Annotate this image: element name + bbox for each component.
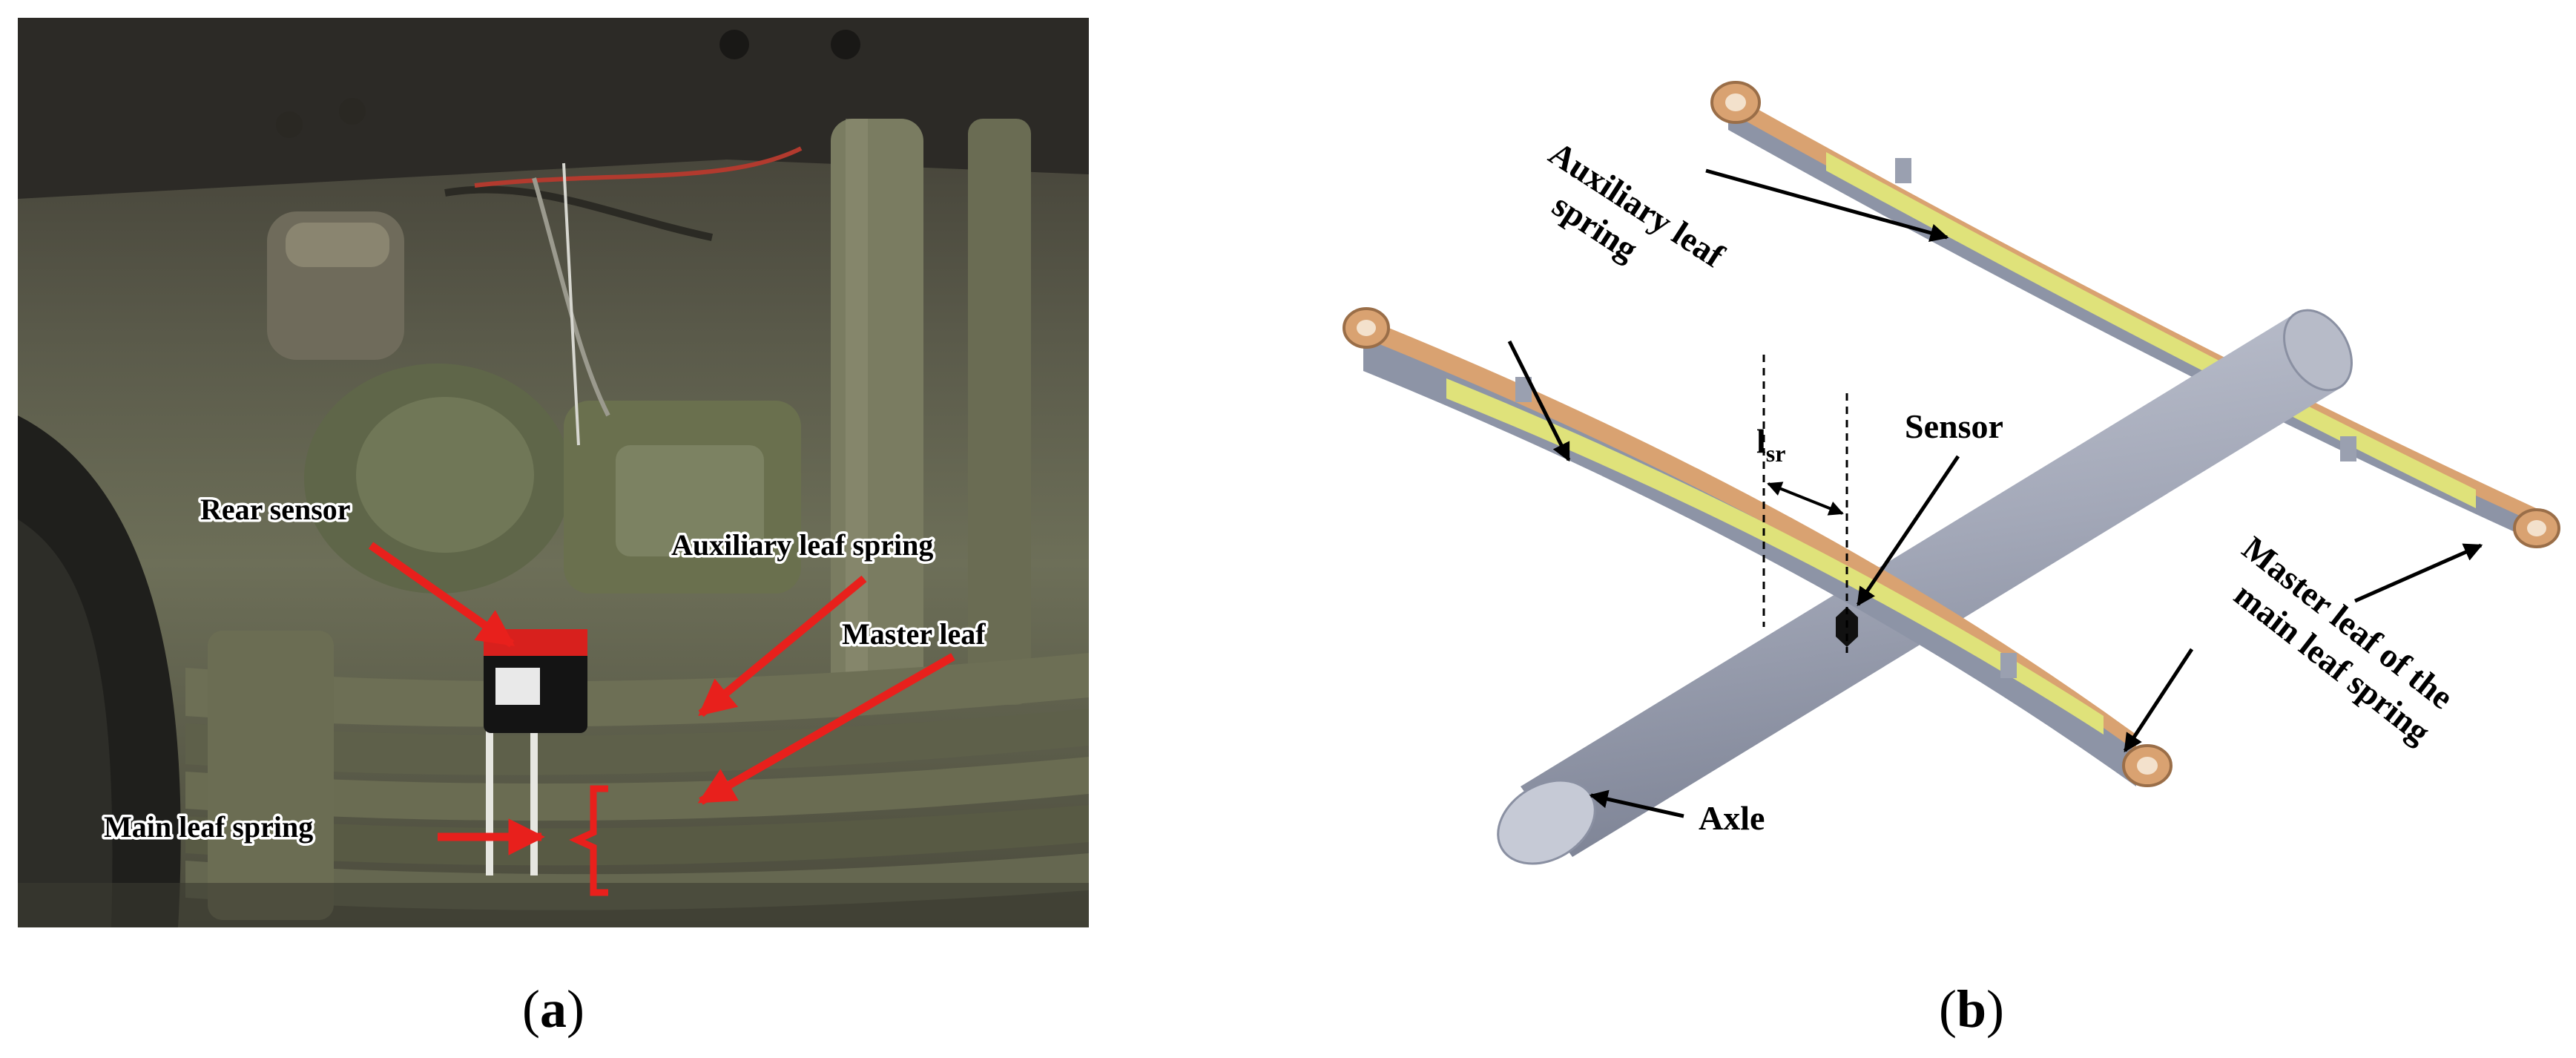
back-auxiliary-leaf: [1826, 152, 2476, 508]
master-leaf-arrow: [697, 653, 955, 805]
label-axle: Axle: [1699, 799, 1765, 837]
label-master-leaf: Master leaf: [842, 617, 986, 651]
rear-sensor-arrow: [368, 542, 515, 648]
panel-b-annotations: [1507, 168, 2483, 818]
main-leaf-spring-bracket: [569, 785, 608, 896]
master-label-arrow-back: [2353, 543, 2483, 603]
lsr-dimension-arrow: [1767, 482, 1844, 516]
label-master-leaf-b: Master leaf of the main leaf spring: [2210, 529, 2467, 755]
rear-sensor-device: [484, 629, 587, 733]
label-auxiliary-leaf-spring: Auxiliary leaf spring: [671, 528, 933, 562]
auxiliary-label-arrow: [1507, 340, 1571, 462]
label-sensor: Sensor: [1905, 407, 2003, 445]
panel-a-photo: [18, 18, 1089, 927]
back-leaf-spring: [1710, 81, 2560, 548]
label-auxiliary-leaf-spring-b: Auxiliary leaf spring: [1520, 134, 1738, 315]
axle-arrow: [1589, 789, 1684, 818]
master-label-arrow-front: [2123, 648, 2194, 753]
label-main-leaf-spring: Main leaf spring: [104, 810, 313, 844]
sensor-arrow: [1856, 455, 1960, 607]
caption-a: (a): [522, 979, 584, 1039]
label-rear-sensor: Rear sensor: [200, 493, 351, 526]
auxiliary-leaf-arrow: [698, 575, 867, 717]
back-auxiliary-arrow: [1705, 168, 1949, 243]
front-auxiliary-leaf: [1446, 378, 2104, 735]
label-lsr: lsr: [1756, 422, 1785, 467]
caption-b: (b): [1939, 979, 2004, 1039]
panel-a-annotations: [368, 542, 955, 896]
axle: [1497, 309, 2353, 865]
